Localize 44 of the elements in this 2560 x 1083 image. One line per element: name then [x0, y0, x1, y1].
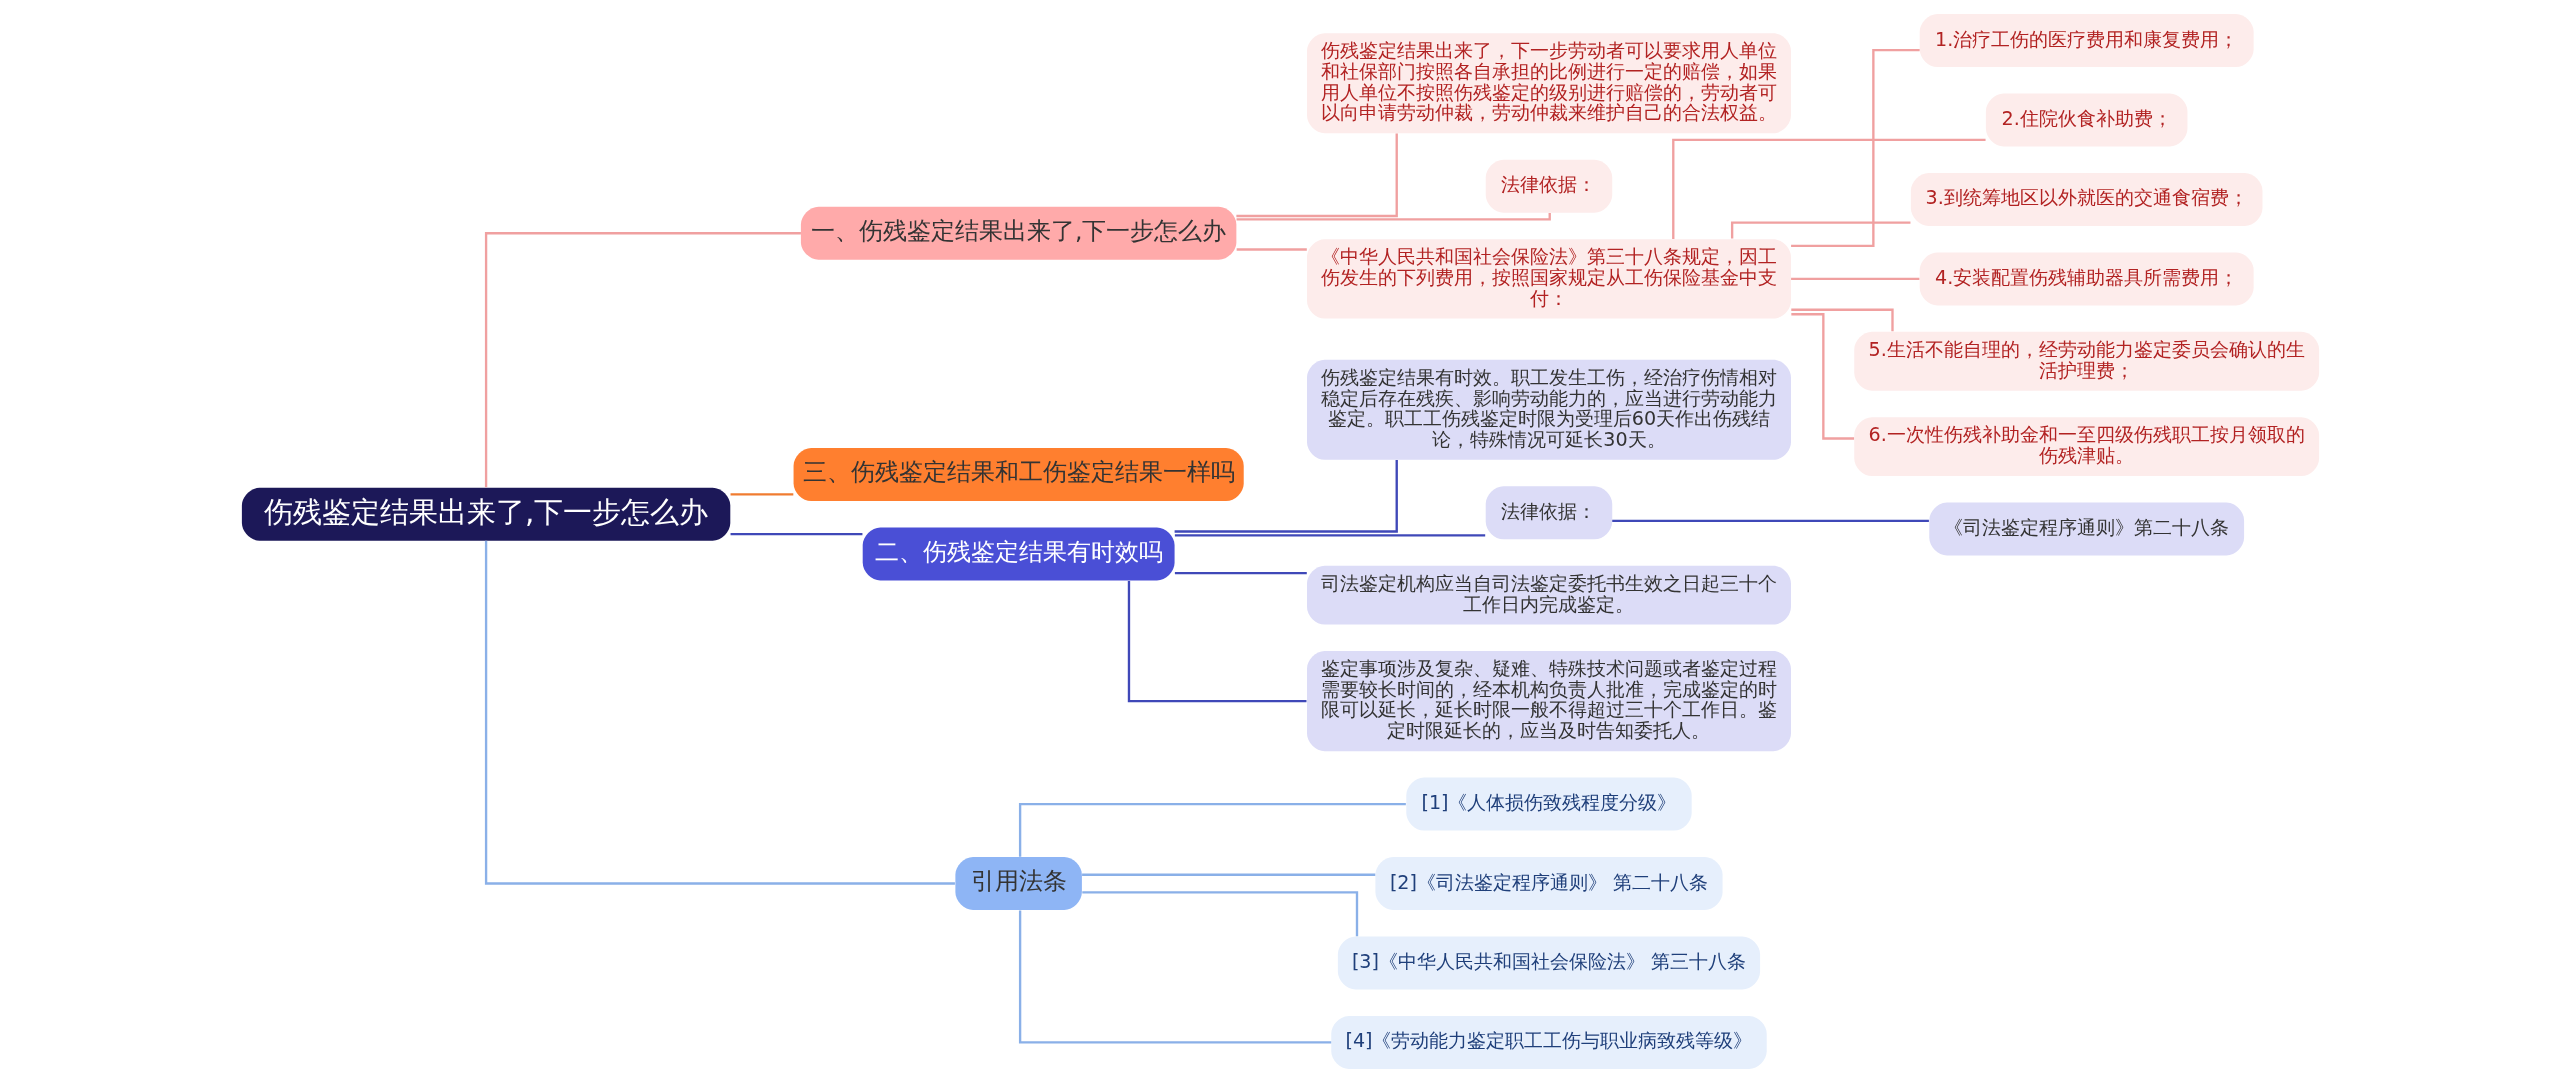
node-box: 伤残鉴定结果出来了,下一步怎么办 [241, 487, 730, 541]
node-box: 4.安装配置伤残辅助器具所需费用； [1919, 252, 2254, 306]
node-box: 法律依据： [1485, 486, 1612, 540]
node-box: 二、伤残鉴定结果有时效吗 [862, 527, 1175, 581]
node-box: 1.治疗工伤的医疗费用和康复费用； [1919, 14, 2254, 68]
connector [1235, 133, 1398, 218]
node-box: [2]《司法鉴定程序通则》 第二十八条 [1374, 857, 1723, 910]
node-box: 一、伤残鉴定结果出来了,下一步怎么办 [800, 206, 1236, 260]
connector [730, 493, 793, 496]
connector [1018, 910, 1331, 1044]
connector [1671, 138, 1986, 240]
connector [1790, 48, 1920, 247]
connector [1790, 277, 1919, 281]
node-box: 《司法鉴定程序通则》第二十八条 [1928, 502, 2244, 556]
connector [730, 532, 862, 536]
connector [1174, 571, 1307, 575]
connector [1081, 873, 1375, 876]
connector [1611, 519, 1929, 523]
node-box: 三、伤残鉴定结果和工伤鉴定结果一样吗 [793, 448, 1244, 502]
connector [1174, 534, 1485, 537]
node-box: 5.生活不能自理的，经劳动能力鉴定委员会确认的生活护理费； [1853, 331, 2319, 391]
node-box: 司法鉴定机构应当自司法鉴定委托书生效之日起三十个工作日内完成鉴定。 [1306, 565, 1791, 625]
node-box: 3.到统筹地区以外就医的交通食宿费； [1910, 173, 2262, 226]
connector [484, 232, 801, 488]
node-box: 伤残鉴定结果有时效。职工发生工伤，经治疗伤情相对稳定后存在残疾、影响劳动能力的，应当进行劳动能力鉴定。职工工伤残鉴定时限为受理后60天作出伤残结论，特殊情况可延长30天。 [1306, 359, 1791, 460]
connector [1236, 212, 1551, 221]
node-box: 法律依据： [1485, 159, 1612, 213]
connector [1790, 308, 1894, 332]
connector [1081, 891, 1358, 937]
node-box: 6.一次性伤残补助金和一至四级伤残职工按月领取的伤残津贴。 [1853, 417, 2319, 477]
node-box: [3]《中华人民共和国社会保险法》 第三十八条 [1337, 936, 1760, 990]
connector [1174, 460, 1398, 533]
connector [1730, 221, 1910, 239]
node-box: 2.住院伙食补助费； [1985, 93, 2187, 147]
node-box: 《中华人民共和国社会保险法》第三十八条规定，因工伤发生的下列费用，按照国家规定从工伤保险基金中支付： [1306, 239, 1791, 319]
node-box: 伤残鉴定结果出来了，下一步劳动者可以要求用人单位和社保部门按照各自承担的比例进行一定的赔偿，如果用人单位不按照伤残鉴定的级别进行赔偿的，劳动者可以向申请劳动仲裁，劳动仲裁来维护自己的合法权益。 [1306, 33, 1791, 134]
connector [1127, 581, 1306, 703]
node-box: 鉴定事项涉及复杂、疑难、特殊技术问题或者鉴定过程需要较长时间的，经本机构负责人批准，完成鉴定的时限可以延长，延长时限一般不得超过三十个工作日。鉴定时限延长的，应当及时告知委托人。 [1306, 651, 1791, 752]
connector [1018, 802, 1406, 857]
connector [1236, 248, 1307, 251]
node-box: 引用法条 [954, 857, 1082, 910]
node-box: [1]《人体损伤致残程度分级》 [1405, 777, 1692, 831]
connector [484, 540, 955, 885]
node-box: [4]《劳动能力鉴定职工工伤与职业病致残等级》 [1330, 1015, 1767, 1069]
